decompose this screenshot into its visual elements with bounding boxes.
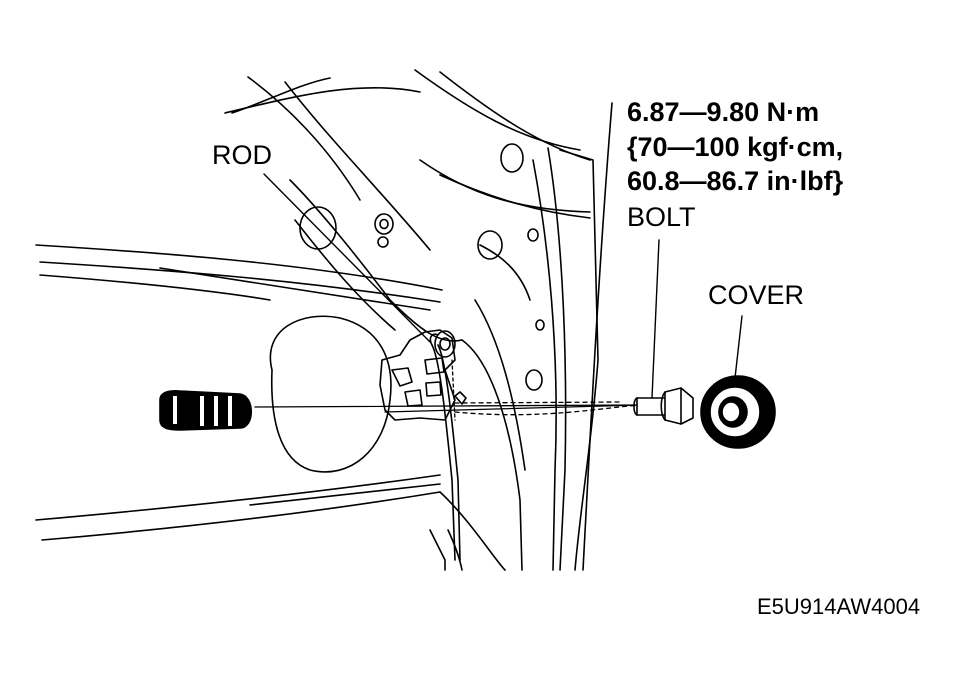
figure-code: E5U914AW4004 — [757, 594, 920, 619]
torque-spec-line-2: {70—100 kgf·cm, — [627, 132, 843, 162]
panel-holes — [299, 143, 545, 391]
bolt — [633, 387, 694, 425]
cover-label: COVER — [708, 280, 804, 310]
handle-base-plate — [269, 315, 392, 473]
cover-grommet — [700, 375, 776, 449]
alignment-lines — [254, 359, 641, 421]
bolt-label: BOLT — [627, 202, 696, 232]
outer-door-handle — [159, 389, 253, 431]
leader-lines — [263, 173, 743, 399]
rod — [429, 333, 461, 561]
torque-spec-line-3: 60.8—86.7 in·lbf} — [627, 166, 844, 196]
rod-label: ROD — [212, 140, 272, 170]
door-panel-outline — [35, 69, 613, 571]
torque-spec-line-1: 6.87—9.80 N·m — [627, 97, 819, 127]
